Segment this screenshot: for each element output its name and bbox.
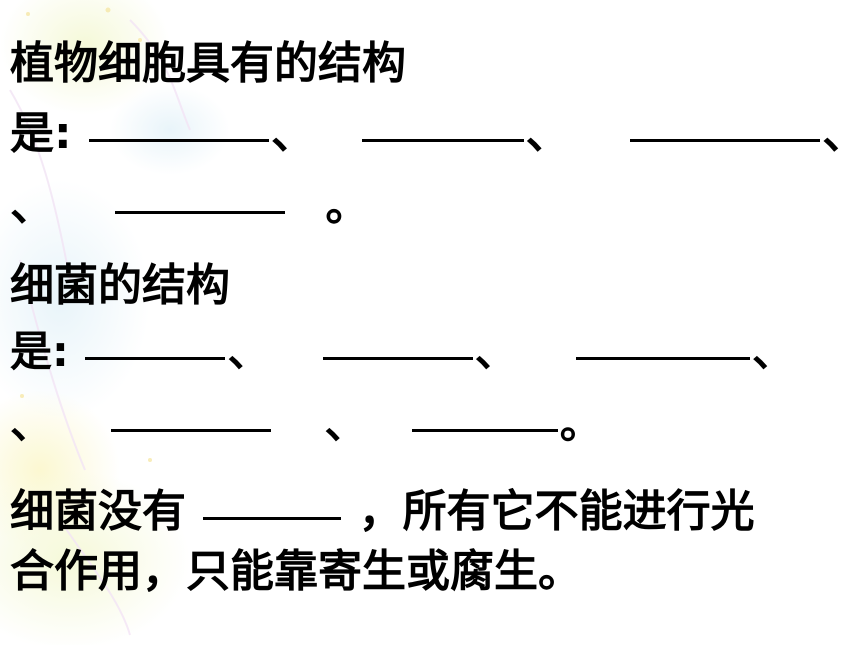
separator-comma: 、 [751, 327, 794, 376]
q1-colon: : [54, 108, 72, 159]
question-3-line-2: 合作用，只能靠寄生或腐生。 [10, 546, 582, 598]
blank-6 [322, 357, 473, 360]
q1-line2-start: 是 [10, 108, 54, 159]
q2-colon: : [52, 327, 69, 376]
q1-line1-text: 植物细胞具有的结构 [10, 38, 406, 89]
question-3-line-1: 细菌没有 ，所有它不能进行光 [10, 486, 755, 538]
separator-comma: 、 [227, 327, 270, 376]
blank-9 [411, 429, 558, 432]
question-1-title: 植物细胞具有的结构 [10, 38, 406, 90]
q2-line2-start: 是 [10, 327, 53, 376]
separator-comma: 、 [822, 108, 860, 159]
question-2-title: 细菌的结构 [10, 260, 230, 312]
blank-10 [203, 517, 342, 520]
q3-text-a: 细菌没有 [10, 486, 186, 537]
balloon-shapes [0, 0, 230, 645]
separator-comma: 、 [324, 399, 367, 448]
sparkle-dots [20, 7, 152, 523]
blank-2 [361, 139, 524, 142]
blank-1 [88, 139, 269, 142]
period-mark: 。 [325, 180, 370, 231]
question-1-blanks-line-2: 、 。 [10, 180, 369, 232]
separator-comma: 、 [10, 180, 54, 231]
q3-text-line2: 合作用，只能靠寄生或腐生。 [10, 546, 582, 597]
blank-4 [114, 211, 285, 214]
blank-8 [111, 429, 272, 432]
question-2-blanks-line-1: 是: 、 、 、 [10, 326, 794, 378]
q3-text-b: ，所有它不能进行光 [358, 486, 755, 537]
blank-3 [630, 139, 821, 142]
period-mark: 。 [559, 399, 602, 448]
string-lines [9, 19, 191, 636]
q2-line1-text: 细菌的结构 [10, 260, 230, 311]
separator-comma: 、 [525, 108, 570, 159]
separator-comma: 、 [474, 327, 517, 376]
question-1-blanks-line-1: 是: 、 、 、 [10, 108, 860, 160]
separator-comma: 、 [270, 108, 315, 159]
blank-7 [575, 357, 750, 360]
question-2-blanks-line-2: 、 、 。 [10, 398, 602, 450]
blank-5 [85, 357, 226, 360]
separator-comma: 、 [10, 399, 53, 448]
